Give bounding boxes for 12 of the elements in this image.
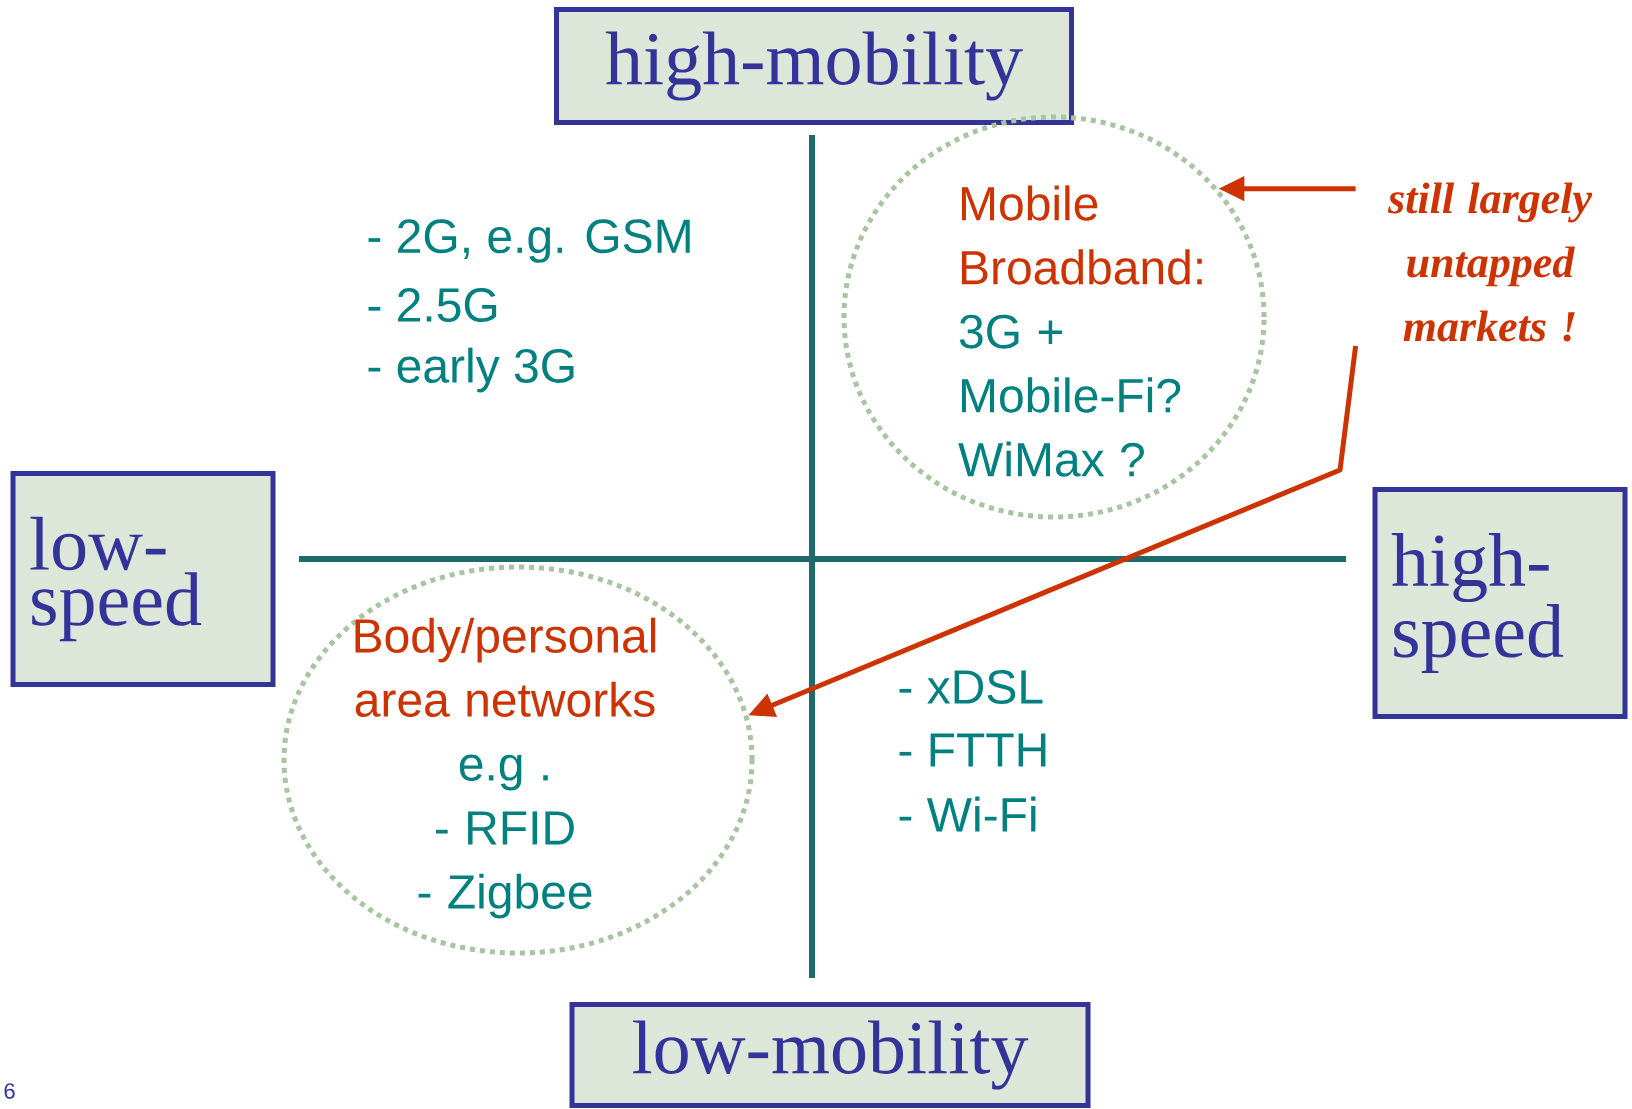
list-item: - Wi-Fi: [899, 796, 1036, 832]
list-item: - 2.5G: [368, 288, 497, 322]
list-item: - 2G, e.g. GSM: [368, 219, 690, 263]
label-box: low-mobility: [569, 1001, 1091, 1109]
list-item: - early 3G: [368, 347, 574, 393]
label-box: high-mobility: [554, 7, 1074, 125]
list-item: - xDSL: [899, 670, 1043, 704]
list-item: - FTTH: [899, 733, 1046, 767]
callout-text: still largely untapped markets !: [1387, 182, 1593, 342]
page-number: 6: [4, 1083, 15, 1099]
label-box: high-speed: [1372, 487, 1628, 719]
label-box: low-speed: [10, 471, 276, 687]
